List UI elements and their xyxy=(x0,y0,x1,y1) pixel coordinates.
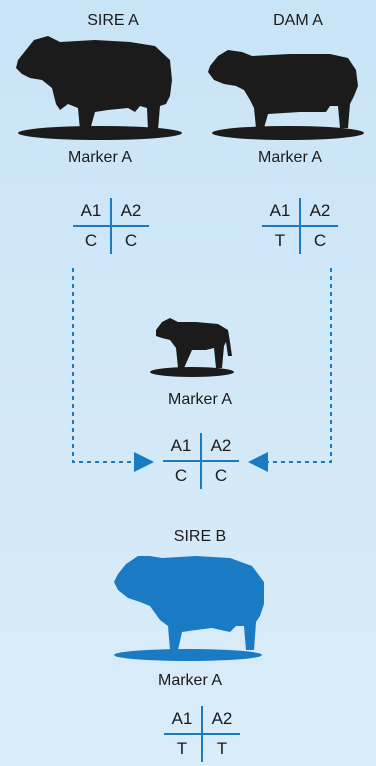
calf-marker-label: Marker A xyxy=(167,391,232,408)
sire-a-marker-label: Marker A xyxy=(67,149,132,166)
sire-b-grid-v2: T xyxy=(216,739,228,758)
calf-grid-h2: A2 xyxy=(210,436,232,455)
sire-b-allele-grid: A1 A2 T T xyxy=(164,706,240,762)
sire-a-to-calf-arrow xyxy=(72,268,154,472)
sire-a-title: SIRE A xyxy=(87,12,139,29)
sire-b-grid-h1: A1 xyxy=(171,709,193,728)
dam-a-marker-label: Marker A xyxy=(257,149,322,166)
dam-a-grid-v1: T xyxy=(274,231,286,250)
sire-b-title: SIRE B xyxy=(173,528,227,545)
sire-a-grid-v1: C xyxy=(84,231,98,250)
dam-a-grid-h2: A2 xyxy=(309,201,331,220)
sire-a-allele-grid: A1 A2 C C xyxy=(73,198,149,254)
sire-b-grid-h2: A2 xyxy=(211,709,233,728)
calf-grid-h1: A1 xyxy=(170,436,192,455)
dam-a-grid-h1: A1 xyxy=(269,201,291,220)
sire-a-grid-v2: C xyxy=(124,231,138,250)
dam-a-allele-grid: A1 A2 T C xyxy=(262,198,338,254)
sire-b-grid-v1: T xyxy=(176,739,188,758)
sire-a-grid-h2: A2 xyxy=(120,201,142,220)
dam-a-to-calf-arrow xyxy=(248,268,332,472)
calf-allele-grid: A1 A2 C C xyxy=(163,433,239,489)
sire-b-marker-label: Marker A xyxy=(157,672,222,689)
dam-a-title: DAM A xyxy=(273,12,323,29)
dam-a-grid-v2: C xyxy=(313,231,327,250)
calf-grid-v2: C xyxy=(214,466,228,485)
calf-grid-v1: C xyxy=(174,466,188,485)
sire-a-grid-h1: A1 xyxy=(80,201,102,220)
